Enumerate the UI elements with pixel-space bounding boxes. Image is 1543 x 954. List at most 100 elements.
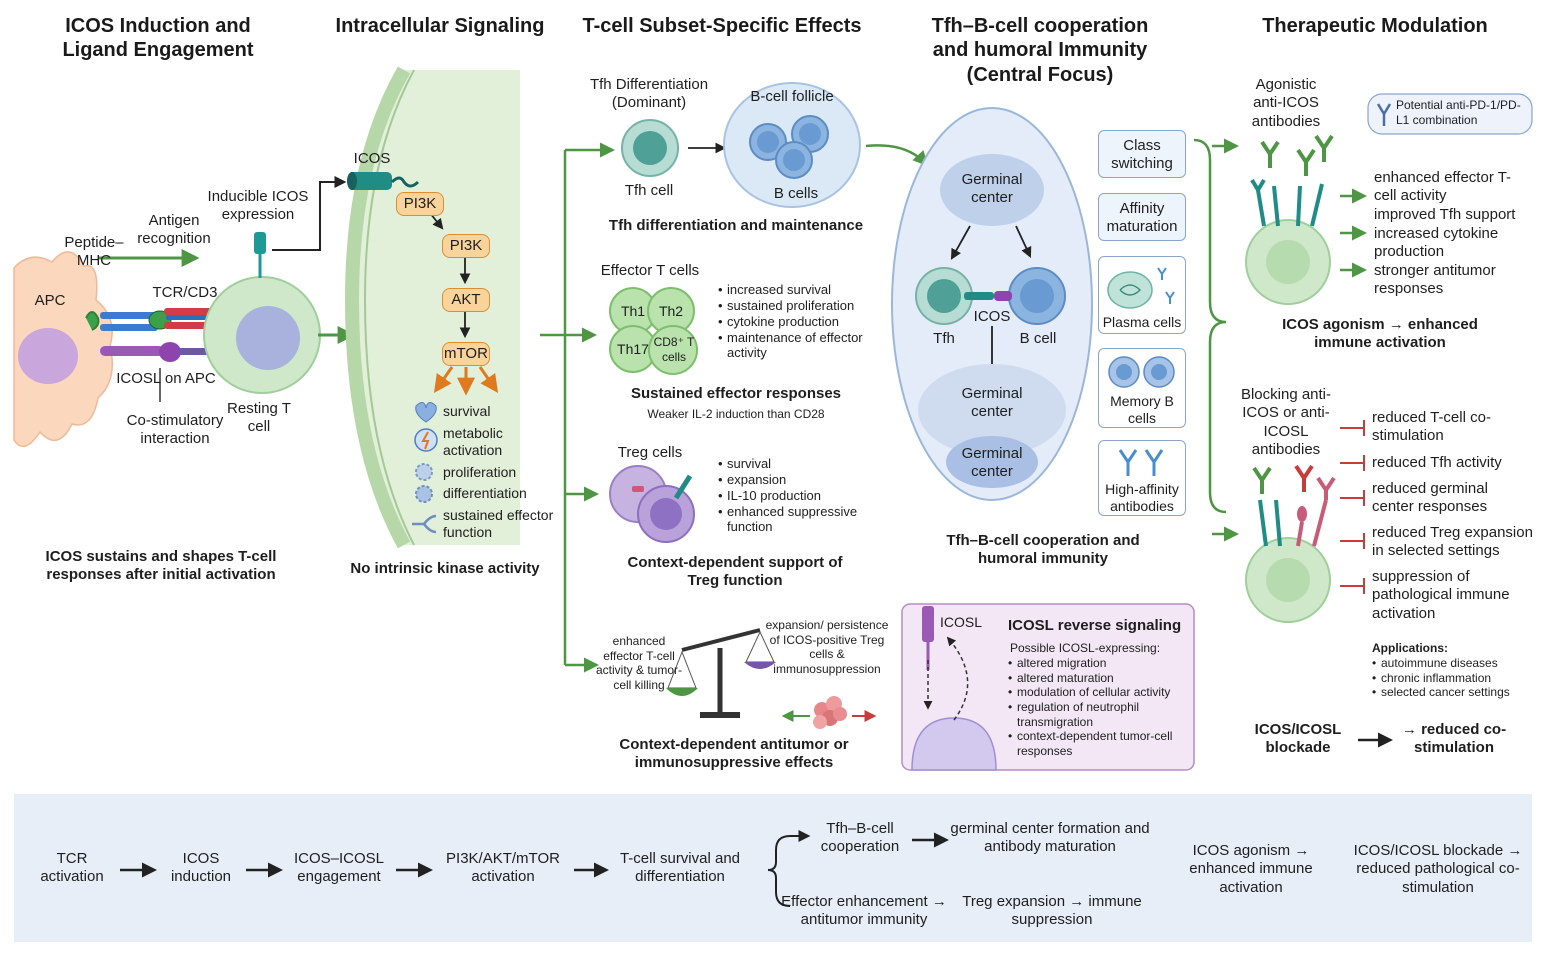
output-plasma-cells: Plasma cells: [1098, 256, 1186, 334]
differentiation-icon: [415, 485, 433, 503]
gc-middle-label: Germinal center: [961, 385, 1023, 421]
combo-label: Potential anti-PD-1/PD-L1 combination: [1396, 98, 1521, 127]
icos-receptor: [254, 232, 266, 254]
flow-step-2: ICOS induction: [170, 850, 232, 886]
effector-bullet: sustained proliferation: [718, 298, 868, 314]
applications-title: Applications:: [1372, 641, 1449, 655]
b-cells-label: B cells: [773, 185, 819, 202]
antigen-label: Antigen recognition: [137, 212, 211, 248]
section3-title: T-cell Subset-Specific Effects: [582, 15, 862, 37]
gc-bcell-label: B cell: [1019, 330, 1057, 347]
icosl-ligand: [100, 346, 164, 356]
icos-label: ICOS: [353, 150, 391, 167]
blocking-label: Blocking anti-ICOS or anti-ICOSL antibod…: [1240, 386, 1332, 458]
reverse-bullet: context-dependent tumor-cell responses: [1008, 729, 1190, 758]
block-effect-5: suppression of pathological immune activ…: [1372, 568, 1510, 622]
branch-icon: [412, 514, 437, 534]
agonist-effect-3: increased cytokine production: [1374, 225, 1499, 261]
treg-bullet: survival: [718, 456, 868, 472]
cell-membrane: [352, 70, 520, 545]
treg-bullets: survival expansion IL-10 production enha…: [718, 456, 868, 535]
pi3k-node-2: PI3K: [442, 234, 490, 258]
outcome-metabolic: metabolic activation: [443, 425, 503, 459]
flow-step-4: PI3K/AKT/mTOR activation: [446, 850, 560, 886]
agonist-effect-2: improved Tfh support: [1374, 206, 1516, 223]
follicle-label: B-cell follicle: [750, 88, 834, 105]
section4-caption: Tfh–B-cell cooperation and humoral immun…: [946, 532, 1140, 568]
section1-title: ICOS Induction and Ligand Engagement: [62, 15, 254, 62]
treg-bullet: expansion: [718, 472, 868, 488]
mtor-node: mTOR: [442, 342, 490, 366]
antibody-badge-icon: [1376, 103, 1392, 126]
block-effect-4: reduced Treg expansion in selected setti…: [1372, 524, 1533, 560]
scale-left-label: enhanced effector T-cell activity & tumo…: [596, 634, 683, 692]
resting-t-cell-label: Resting T cell: [227, 400, 291, 436]
output-class-switching: Class switching: [1098, 130, 1186, 178]
effector-caption: Sustained effector responses: [630, 385, 842, 402]
tfh-diff-label: Tfh Differentiation (Dominant): [589, 76, 709, 112]
applications-list: autoimmune diseases chronic inflammation…: [1372, 656, 1532, 700]
t-cell-nucleus: [236, 306, 300, 370]
treg-bullet: IL-10 production: [718, 488, 868, 504]
block-effect-2: reduced Tfh activity: [1372, 454, 1502, 471]
blockade-left: ICOS/ICOSL blockade: [1254, 721, 1342, 757]
reverse-title: ICOSL reverse signaling: [1008, 617, 1182, 634]
th1-label: Th1: [620, 303, 646, 319]
section2-summary: No intrinsic kinase activity: [350, 560, 540, 577]
tcr-cd3-label: TCR/CD3: [152, 284, 218, 301]
tfh-caption: Tfh differentiation and maintenance: [608, 217, 864, 234]
gc-middle: [918, 364, 1066, 456]
icosl-apc-label: ICOSL on APC: [116, 370, 216, 387]
flow-upper-b: germinal center formation and antibody m…: [950, 820, 1150, 856]
proliferation-icon: [415, 463, 433, 481]
effector-bullets: increased survival sustained proliferati…: [718, 282, 868, 361]
cd8-label: CD8⁺ T cells: [653, 335, 695, 364]
gc-tfh-label: Tfh: [933, 330, 955, 347]
inhibition-bars: [1340, 420, 1365, 594]
section1-summary: ICOS sustains and shapes T-cell response…: [45, 548, 277, 584]
reverse-bullets: altered migration altered maturation mod…: [1008, 656, 1190, 758]
tcr-chain: [100, 312, 158, 319]
plasma-cell-icon: [1107, 271, 1153, 309]
reverse-icosl-label: ICOSL: [940, 614, 983, 630]
output-affinity-maturation: Affinity maturation: [1098, 193, 1186, 241]
heart-icon: [415, 402, 437, 423]
flow-right-b: ICOS/ICOSL blockade → reduced pathologic…: [1353, 842, 1523, 896]
section2-title: Intracellular Signaling: [335, 15, 545, 37]
flow-step-3: ICOS–ICOSL engagement: [293, 850, 385, 886]
agonist-label: Agonistic anti-ICOS antibodies: [1251, 76, 1321, 130]
pi3k-node-1: PI3K: [396, 192, 444, 216]
block-effect-3: reduced germinal center responses: [1372, 480, 1488, 516]
flow-right-a: ICOS agonism → enhanced immune activatio…: [1189, 842, 1313, 896]
agonist-effect-4: stronger antitumor responses: [1374, 262, 1496, 298]
application-item: chronic inflammation: [1372, 671, 1532, 686]
effector-bullet: increased survival: [718, 282, 868, 298]
gc-bottom: [946, 436, 1038, 488]
flow-step-5: T-cell survival and differentiation: [619, 850, 741, 886]
gc-icos-label: ICOS: [973, 308, 1011, 325]
effector-bullet: maintenance of effector activity: [718, 330, 868, 362]
reverse-bullet: altered maturation: [1008, 671, 1190, 686]
blocking-antibodies: [1252, 464, 1336, 547]
apc-label: APC: [34, 292, 66, 309]
application-item: selected cancer settings: [1372, 685, 1532, 700]
flow-lower-a: Effector enhancement → antitumor immunit…: [781, 893, 947, 929]
effector-bullet: cytokine production: [718, 314, 868, 330]
scale-caption: Context-dependent antitumor or immunosup…: [619, 736, 849, 772]
flow-lower-b: Treg expansion → immune suppression: [962, 893, 1142, 929]
reverse-bullet: regulation of neutrophil transmigration: [1008, 700, 1190, 729]
balance-scale: [666, 628, 776, 718]
tumor-cells: [813, 696, 847, 729]
blockade-right: → reduced co-stimulation: [1401, 721, 1507, 757]
tfh-cell-label: Tfh cell: [624, 182, 674, 199]
scale-right-label: expansion/ persistence of ICOS-positive …: [765, 618, 889, 676]
treg-title: Treg cells: [617, 444, 683, 461]
outcome-survival: survival: [443, 403, 491, 419]
agonist-antibodies: [1250, 134, 1334, 227]
th17-label: Th17: [617, 341, 649, 357]
icos-molecule: [348, 172, 392, 190]
gc-bottom-label: Germinal center: [961, 445, 1023, 481]
application-item: autoimmune diseases: [1372, 656, 1532, 671]
